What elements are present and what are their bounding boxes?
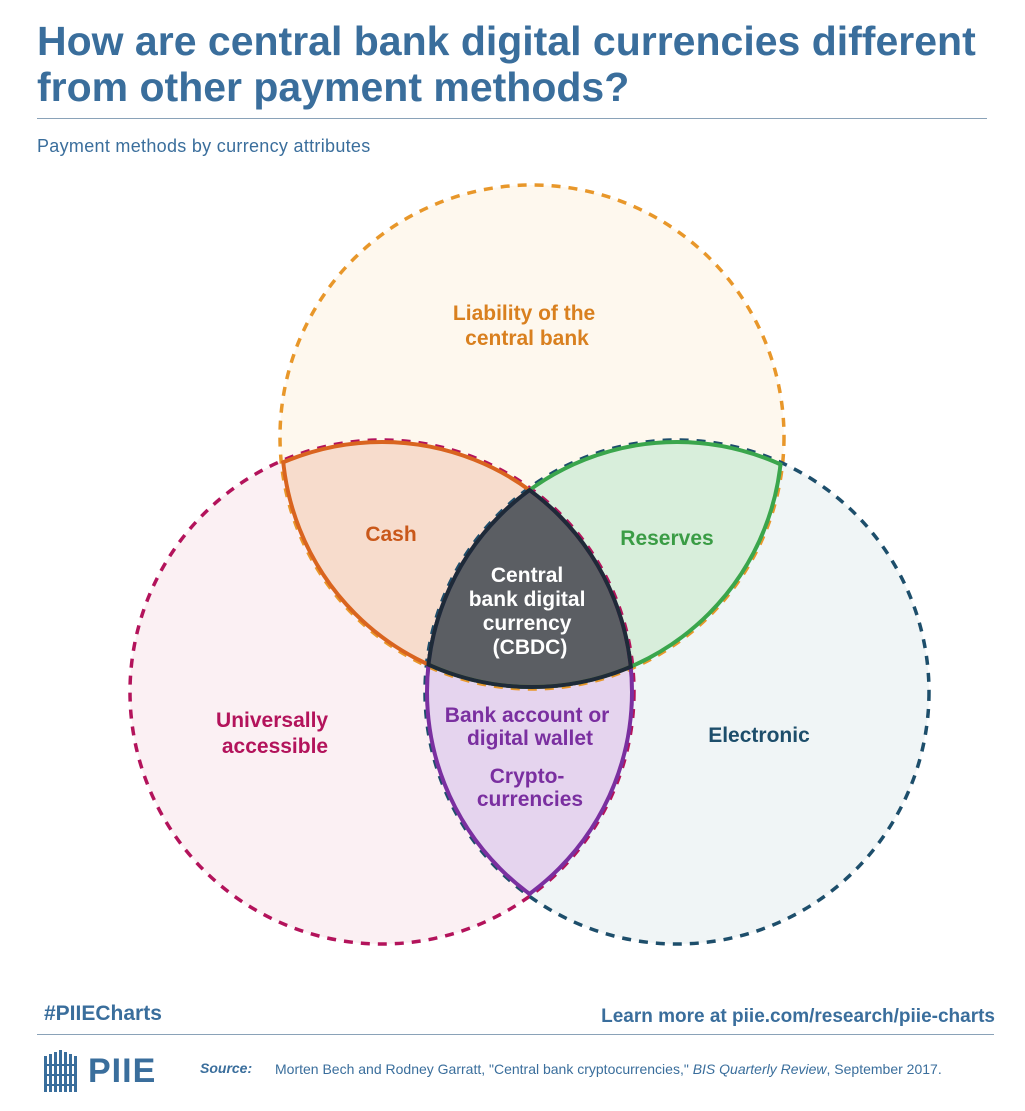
source-label: Source:: [200, 1060, 253, 1076]
title-divider: [37, 118, 987, 119]
learn-more-link[interactable]: Learn more at piie.com/research/piie-cha…: [601, 1006, 995, 1027]
logo-text: PIIE: [88, 1051, 157, 1090]
cash-label: Cash: [365, 523, 416, 546]
piie-logo[interactable]: PIIE: [44, 1050, 156, 1092]
page-title: How are central bank digital currencies …: [37, 18, 976, 110]
building-icon: [44, 1050, 77, 1092]
cbdc-label: Central bank digital currency (CBDC): [469, 564, 592, 659]
hashtag: #PIIECharts: [44, 1002, 162, 1025]
cryptocurrencies-label: Crypto- currencies: [477, 765, 583, 811]
cbdc-region: [425, 440, 634, 689]
bank-account-label: Bank account or digital wallet: [445, 704, 615, 750]
set-top-label: Liability of the central bank: [453, 302, 601, 350]
footer-divider: [37, 1034, 994, 1035]
set-right-outline: [423, 438, 931, 946]
source-text: Morten Bech and Rodney Garratt, "Central…: [275, 1061, 942, 1077]
set-left-label: Universally accessible: [216, 709, 334, 758]
reserves-label: Reserves: [620, 527, 713, 550]
page-subtitle: Payment methods by currency attributes: [37, 136, 371, 156]
set-right-label: Electronic: [708, 724, 810, 747]
